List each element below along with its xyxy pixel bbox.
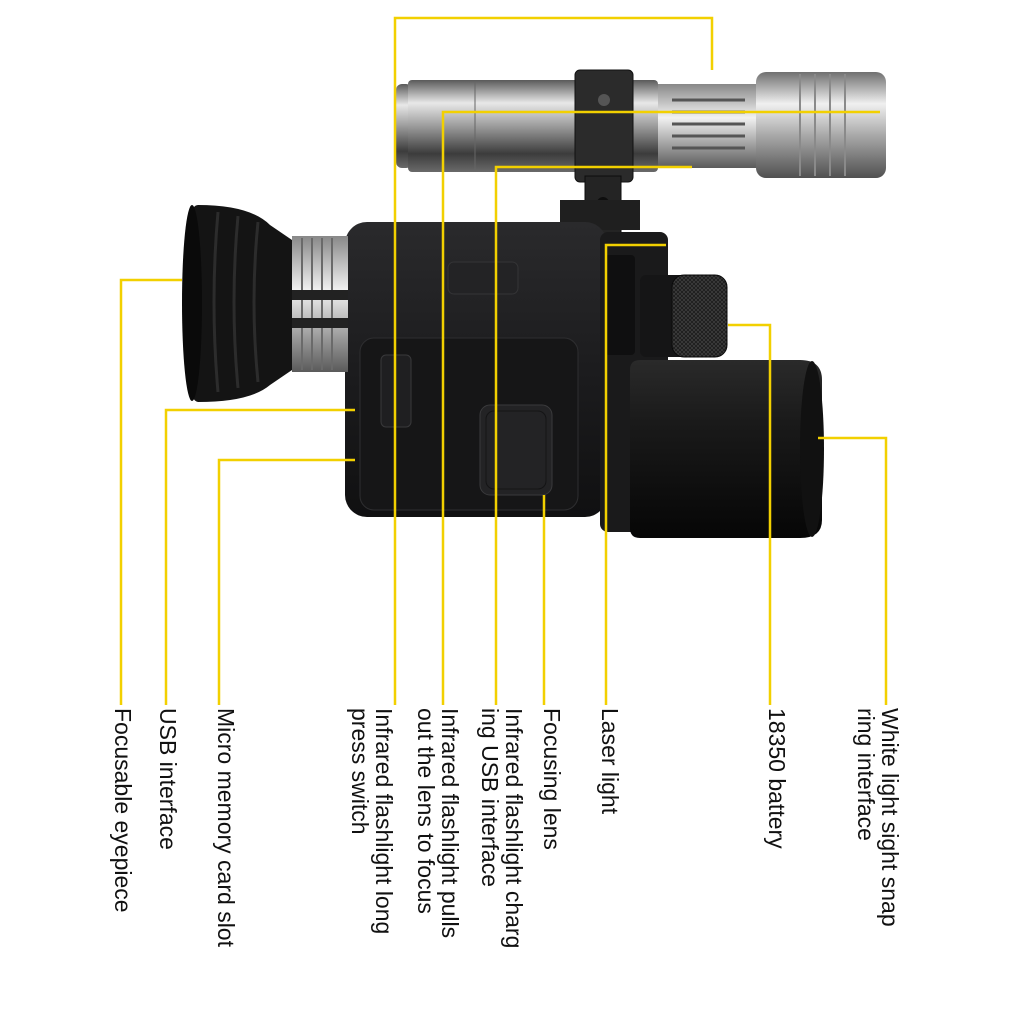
flashlight-mount-ring (574, 69, 634, 183)
focusing-lens-control (479, 404, 553, 496)
label-laser-light: Laser light (597, 708, 623, 815)
label-micro-memory-card-slot: Micro memory card slot (213, 708, 239, 947)
label-infrared-flashlight-pulls-out-lens: Infrared flashlight pulls out the lens t… (413, 708, 463, 939)
battery-cap (671, 274, 728, 358)
leader-lines (119, 16, 888, 705)
eyepiece (182, 205, 348, 402)
flashlight-head (756, 72, 886, 178)
leader-micro-memory-card-slot (217, 458, 355, 705)
leader-focusable-eyepiece (119, 278, 182, 705)
label-infrared-flashlight-long-press-switch: Infrared flashlight long press switch (347, 708, 397, 935)
top-button (447, 261, 519, 295)
leader-18350-battery (728, 323, 772, 705)
label-white-light-sight-snap-ring: White light sight snap ring interface (853, 708, 903, 927)
label-18350-battery: 18350 battery (764, 708, 790, 849)
label-focusable-eyepiece: Focusable eyepiece (110, 708, 136, 913)
flashlight-focus-collar (658, 84, 758, 168)
label-usb-interface: USB interface (155, 708, 181, 850)
leader-infrared-long-press-switch (393, 16, 714, 705)
flashlight (396, 69, 886, 183)
label-infrared-flashlight-charging-usb: Infrared flashlight charg ing USB interf… (477, 708, 527, 949)
label-focusing-lens: Focusing lens (539, 708, 565, 850)
leader-laser-light (604, 243, 666, 705)
leader-infrared-charging-usb (494, 165, 692, 705)
eyecup (183, 205, 292, 402)
leader-usb-interface (164, 408, 355, 705)
objective-lens-barrel (630, 360, 822, 538)
leader-white-light-snap-ring (818, 436, 888, 705)
leader-infrared-pulls-lens (441, 110, 880, 705)
night-vision-body (345, 222, 824, 538)
eyepiece-ring (292, 236, 348, 372)
